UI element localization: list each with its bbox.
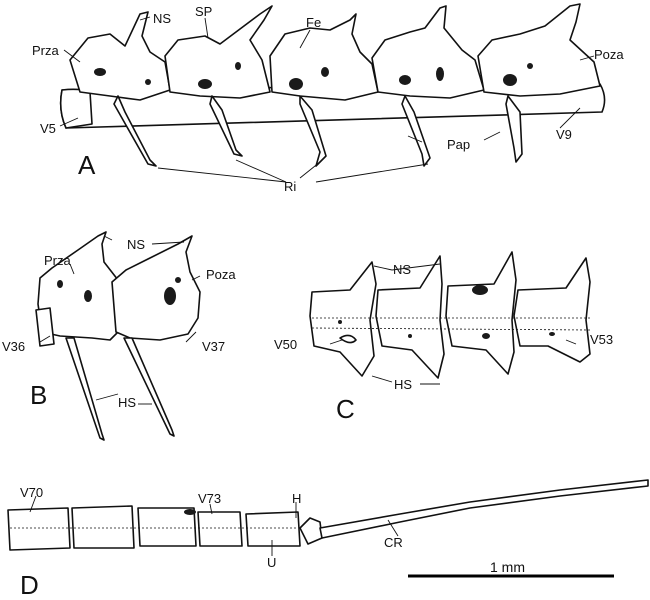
panel-a-arch-4	[371, 5, 485, 99]
label-v37: V37	[202, 339, 226, 354]
panel-a-arch-3	[269, 13, 379, 101]
label-pap: Pap	[447, 137, 471, 152]
panel-c-vert-53	[513, 257, 591, 363]
panel-a-arch-5	[477, 3, 601, 97]
label-cr: CR	[384, 535, 403, 550]
label-v5: V5	[40, 121, 56, 136]
label-ns-a: NS	[153, 11, 172, 26]
label-u: U	[267, 555, 277, 570]
label-hs-b: HS	[118, 395, 137, 410]
label-v50: V50	[274, 337, 298, 352]
panel-c-vert-50	[309, 261, 377, 377]
panel-c-vert-51	[375, 255, 445, 379]
panel-b-vert-37	[111, 235, 201, 341]
label-v73: V73	[198, 491, 222, 506]
label-ns-c: NS	[393, 262, 412, 277]
panel-label-a: A	[78, 150, 96, 180]
label-v53: V53	[590, 332, 614, 347]
label-prza-b: Prza	[44, 253, 71, 268]
panel-label-d: D	[20, 570, 39, 600]
panel-a-vertebrae	[59, 3, 606, 183]
label-sp: SP	[195, 4, 213, 19]
label-ri: Ri	[284, 179, 297, 194]
label-prza-a: Prza	[32, 43, 59, 58]
label-v9: V9	[556, 127, 572, 142]
label-v36: V36	[2, 339, 26, 354]
panel-b-vertebrae	[35, 231, 201, 441]
label-v70: V70	[20, 485, 44, 500]
label-ns-b: NS	[127, 237, 146, 252]
label-poza-b: Poza	[206, 267, 236, 282]
label-fe: Fe	[306, 15, 322, 30]
panel-d-vertebrae	[7, 479, 649, 578]
panel-c-vert-52	[445, 251, 517, 375]
scale-bar-label: 1 mm	[490, 559, 525, 575]
panel-a-arch-2	[164, 5, 273, 99]
label-h: H	[292, 491, 302, 506]
panel-label-b: B	[30, 380, 48, 410]
label-hs-c: HS	[394, 377, 413, 392]
panel-label-c: C	[336, 394, 355, 424]
panel-a-arch-1	[69, 11, 171, 101]
label-poza-a: Poza	[594, 47, 624, 62]
panel-c-vertebrae	[309, 251, 591, 385]
